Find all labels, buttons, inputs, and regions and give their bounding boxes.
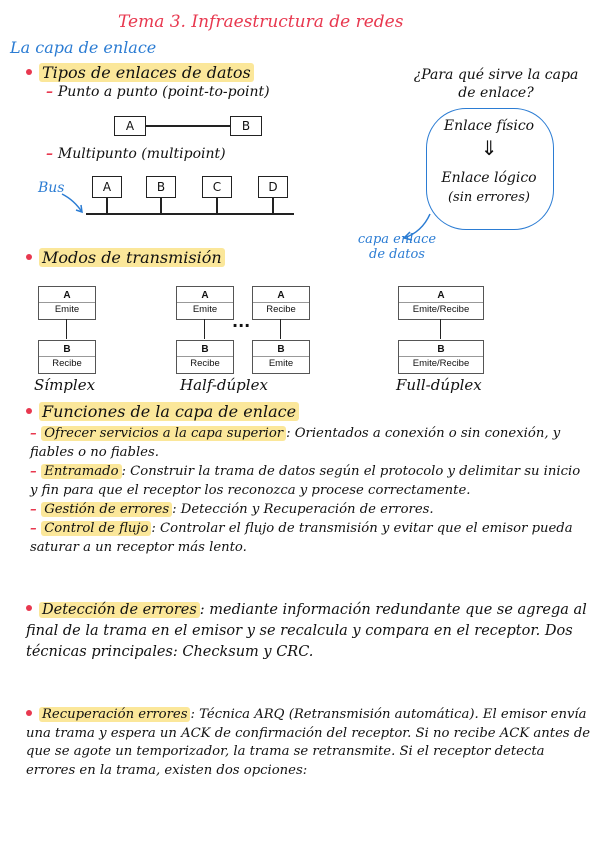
bullet-icon [26,253,32,260]
section-title: La capa de enlace [10,38,157,57]
logical-link: Enlace lógico [441,170,537,186]
functions-list: – Ofrecer servicios a la capa superior: … [30,424,590,557]
bus-label: Bus [38,180,65,196]
data-link-note: capa enlace de datos [357,232,437,262]
bullet-icon [26,709,32,716]
p2p-link-line [146,125,230,127]
dash-icon: – [46,84,58,100]
ellipsis: ... [232,312,251,331]
error-recovery: Recuperación errores: Técnica ARQ (Retra… [26,707,591,778]
bus-node-b: B [146,176,176,198]
error-detection: Detección de errores: mediante informaci… [26,602,587,660]
multipoint-item: – Multipunto (multipoint) [46,146,226,162]
note-arrow-icon [402,213,431,241]
bus-arrow-icon [61,193,83,214]
bus-node-c: C [202,176,232,198]
bus-drop-b [160,197,162,213]
modes-heading: Modos de transmisión [26,248,225,267]
bus-node-a: A [92,176,122,198]
p2p-node-a: A [114,116,146,136]
full-arrow [440,319,441,339]
logical-link-sub: (sin errores) [447,190,530,205]
bus-drop-d [272,197,274,213]
function-item: – Gestión de errores: Detección y Recupe… [30,502,434,517]
function-item: – Ofrecer servicios a la capa superior: … [30,426,561,460]
bus-node-d: D [258,176,288,198]
dash-icon: – [46,146,58,162]
simplex-arrow [66,319,67,339]
bus-line [86,213,294,215]
link-types-heading: Tipos de enlaces de datos [26,63,254,82]
page-title: Tema 3. Infraestructura de redes [118,12,404,32]
arrow-down-icon: ⇓ [480,136,498,160]
half-right-arrow [280,319,281,339]
p2p-node-b: B [230,116,262,136]
functions-heading: Funciones de la capa de enlace [26,402,300,421]
bullet-icon [26,605,32,611]
question-text: ¿Para qué sirve la capa de enlace? [413,67,579,101]
question-ellipse [426,108,554,230]
function-item: – Control de flujo: Controlar el flujo d… [30,521,573,555]
bullet-icon [26,407,32,414]
p2p-item: – Punto a punto (point-to-point) [46,84,270,100]
simplex-label: Símplex [34,376,96,394]
full-duplex-label: Full-dúplex [396,376,482,394]
bus-drop-a [106,197,108,213]
half-duplex-label: Half-dúplex [180,376,268,394]
half-left-arrow [204,319,205,339]
function-item: – Entramado: Construir la trama de datos… [30,464,581,498]
physical-link: Enlace físico [443,118,535,134]
bus-drop-c [216,197,218,213]
bullet-icon [26,68,32,75]
